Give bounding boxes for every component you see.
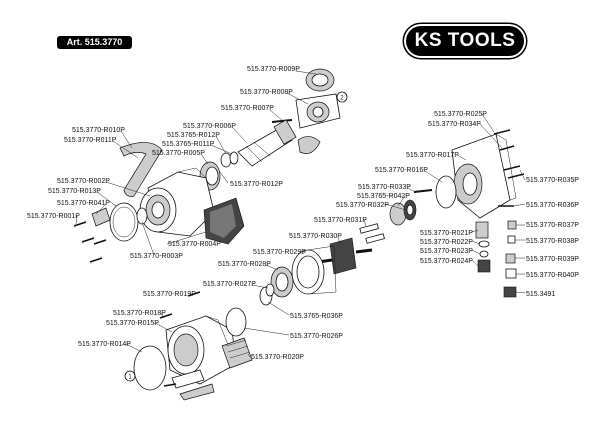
- part-labels: 515.3770-R009P 515.3770-R008P 515.3770-R…: [27, 66, 579, 361]
- part-r038p-spring: [507, 235, 516, 244]
- part-r034p-screw: [499, 145, 515, 151]
- label-r012p: 515.3770-R012P: [230, 181, 283, 188]
- part-r035p-screws: [503, 165, 525, 179]
- label-r006p: 515.3770-R006P: [183, 123, 236, 130]
- part-r003p-seal: [136, 207, 148, 225]
- label-r036p: 515.3770-R036P: [526, 202, 579, 209]
- part-r032p-plate-hole: [406, 204, 414, 216]
- label-r004p: 515.3770-R004P: [168, 241, 221, 248]
- part-3491-inlet: [503, 286, 517, 298]
- reference-marker-1: [124, 370, 136, 382]
- ks-tools-logo: KS TOOLS: [406, 26, 524, 56]
- label-r030p: 515.3770-R030P: [289, 233, 342, 240]
- part-r041p-bracket: [91, 207, 111, 227]
- part-r025p-screw: [493, 129, 511, 135]
- part-r040p-fitting: [505, 268, 517, 279]
- part-r033p-pin: [413, 189, 433, 193]
- label-r027p: 515.3770-R027P: [203, 281, 256, 288]
- part-r015p-main-housing: [165, 315, 237, 385]
- label-r015p: 515.3770-R015P: [106, 320, 159, 327]
- label-r009p: 515.3770-R009P: [247, 66, 300, 73]
- part-r016p-gasket: [435, 175, 457, 209]
- label-r035p: 515.3770-R035P: [526, 177, 579, 184]
- part-r020p-grip: [221, 337, 253, 369]
- reference-marker-2-text: 2: [340, 96, 344, 102]
- label-r041p: 515.3770-R041P: [57, 200, 110, 207]
- label-r001p: 515.3770-R001P: [27, 213, 80, 220]
- part-r018p-pin: [159, 313, 173, 319]
- parts-artwork: 2: [73, 68, 525, 401]
- logo-text: KS TOOLS: [414, 30, 516, 51]
- label-r011p: 515.3770-R011P: [64, 137, 117, 144]
- label-r021p: 515.3770-R021P: [420, 230, 473, 237]
- label-r038p: 515.3770-R038P: [526, 238, 579, 245]
- reference-marker-2-top: [336, 91, 348, 103]
- label-r029p: 515.3770-R029P: [253, 249, 306, 256]
- part-r021p-trigger-valve: [475, 221, 491, 273]
- label-r018p: 515.3770-R018P: [113, 310, 166, 317]
- part-r009p-clamp: [305, 68, 335, 92]
- part-hammer-small: [297, 136, 321, 154]
- label-r016p: 515.3770-R016P: [375, 167, 428, 174]
- part-bottom-clamp: [163, 369, 215, 401]
- part-r008p-hammer-cage: [295, 93, 341, 129]
- part-r007p-pin: [271, 119, 293, 123]
- label-r017p: 515.3770-R017P: [406, 152, 459, 159]
- part-r037p-valve: [507, 220, 517, 230]
- part-r002p-front-housing: [139, 167, 215, 237]
- part-r031p-blades: [359, 223, 385, 244]
- label-r037p: 515.3770-R037P: [526, 222, 579, 229]
- label-r002p: 515.3770-R002P: [57, 178, 110, 185]
- part-r013p-gasket-inner: [112, 206, 136, 238]
- part-r026p-gasket: [225, 307, 247, 337]
- part-r001p-screws: [73, 221, 107, 263]
- label-3765-r012p: 515.3765-R012P: [167, 132, 220, 139]
- reference-marker-1-text: 1: [128, 375, 132, 381]
- label-r025p: 515.3770-R025P: [434, 111, 487, 118]
- part-r027p-washer: [265, 283, 275, 297]
- label-r026p: 515.3770-R026P: [290, 333, 343, 340]
- label-r003p: 515.3770-R003P: [130, 253, 183, 260]
- label-r019p: 515.3770-R019P: [143, 291, 196, 298]
- label-3765-r011p: 515.3765-R011P: [162, 141, 215, 148]
- part-r030p-rotor: [317, 237, 373, 275]
- label-r032p: 515.3770-R032P: [336, 202, 389, 209]
- label-r024p: 515.3770-R024P: [420, 258, 473, 265]
- label-3765-r042p: 515.3765-R042P: [357, 193, 410, 200]
- label-r023p: 515.3770-R023P: [420, 248, 473, 255]
- label-3765-r036p: 515.3765-R036P: [290, 313, 343, 320]
- part-r028p-bearing: [270, 266, 294, 298]
- label-3491: 515.3491: [526, 291, 555, 298]
- label-r031p: 515.3770-R031P: [314, 217, 367, 224]
- label-r034p: 515.3770-R034P: [428, 121, 481, 128]
- part-r011p-washer: [229, 151, 239, 165]
- part-r019p-screw: [187, 291, 201, 297]
- label-r013p: 515.3770-R013P: [48, 188, 101, 195]
- part-r029p-cylinder: [291, 245, 337, 295]
- leader-lines: [75, 70, 526, 358]
- part-r004p-guard: [203, 197, 245, 245]
- part-r012p-washer: [220, 152, 232, 168]
- part-r014p-ring: [133, 345, 167, 391]
- part-r006p-anvil: [237, 119, 297, 167]
- part-r010p-side-handle: [119, 142, 163, 197]
- label-r014p: 515.3770-R014P: [78, 341, 131, 348]
- label-r033p: 515.3770-R033P: [358, 184, 411, 191]
- label-r008p: 515.3770-R008P: [240, 89, 293, 96]
- part-r039p-valve-stem: [505, 253, 516, 264]
- article-number-badge: Art. 515.3770: [57, 36, 132, 49]
- label-r007p: 515.3770-R007P: [221, 105, 274, 112]
- label-r040p: 515.3770-R040P: [526, 272, 579, 279]
- label-r020p: 515.3770-R020P: [251, 354, 304, 361]
- part-r013p-gasket: [109, 202, 139, 242]
- label-r039p: 515.3770-R039P: [526, 256, 579, 263]
- label-r028p: 515.3770-R028P: [218, 261, 271, 268]
- label-r010p: 515.3770-R010P: [72, 127, 125, 134]
- label-r005p: 515.3770-R005P: [152, 150, 205, 157]
- part-r017p-rear-housing: [451, 133, 517, 219]
- label-r022p: 515.3770-R022P: [420, 239, 473, 246]
